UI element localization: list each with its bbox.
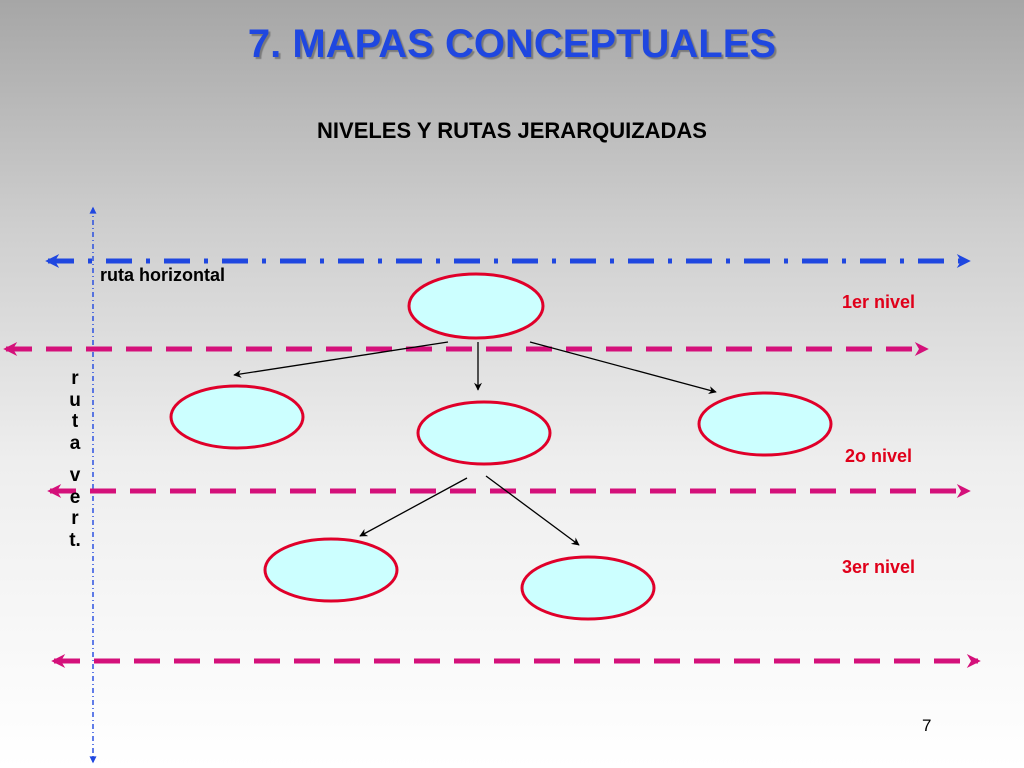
vertical-letter: t. (69, 529, 81, 551)
concept-node-level-3-left (263, 537, 399, 603)
concept-node-level-2-right (697, 391, 833, 457)
vertical-letter: e (69, 486, 81, 508)
slide-subtitle: NIVELES Y RUTAS JERARQUIZADAS (317, 118, 707, 143)
vertical-letter: r (71, 368, 79, 389)
connector-arrow (529, 341, 717, 394)
page-number: 7 (922, 716, 932, 735)
connector-arrow (485, 475, 580, 546)
concept-node-level-1 (407, 272, 545, 340)
concept-node-level-3-right (520, 555, 656, 621)
connector-arrow (233, 341, 449, 378)
level-2-label: 2o nivel (845, 446, 913, 466)
ruta-horizontal-label: ruta horizontal (100, 265, 225, 285)
concept-node-level-2-left (169, 384, 305, 450)
vertical-letter: a (69, 432, 81, 454)
level-1-label: 1er nivel (842, 292, 916, 312)
vertical-letter: r (71, 508, 79, 529)
slide-title: 7. MAPAS CONCEPTUALES (247, 22, 777, 66)
vertical-letter: v (69, 465, 81, 486)
concept-node-level-2-center (416, 400, 552, 466)
ruta-vertical-label: r u t a v e r t. (64, 368, 86, 551)
level-3-label: 3er nivel (842, 557, 916, 577)
connector-arrow (359, 477, 468, 537)
vertical-letter: t (71, 411, 79, 432)
vertical-letter: u (69, 389, 81, 411)
